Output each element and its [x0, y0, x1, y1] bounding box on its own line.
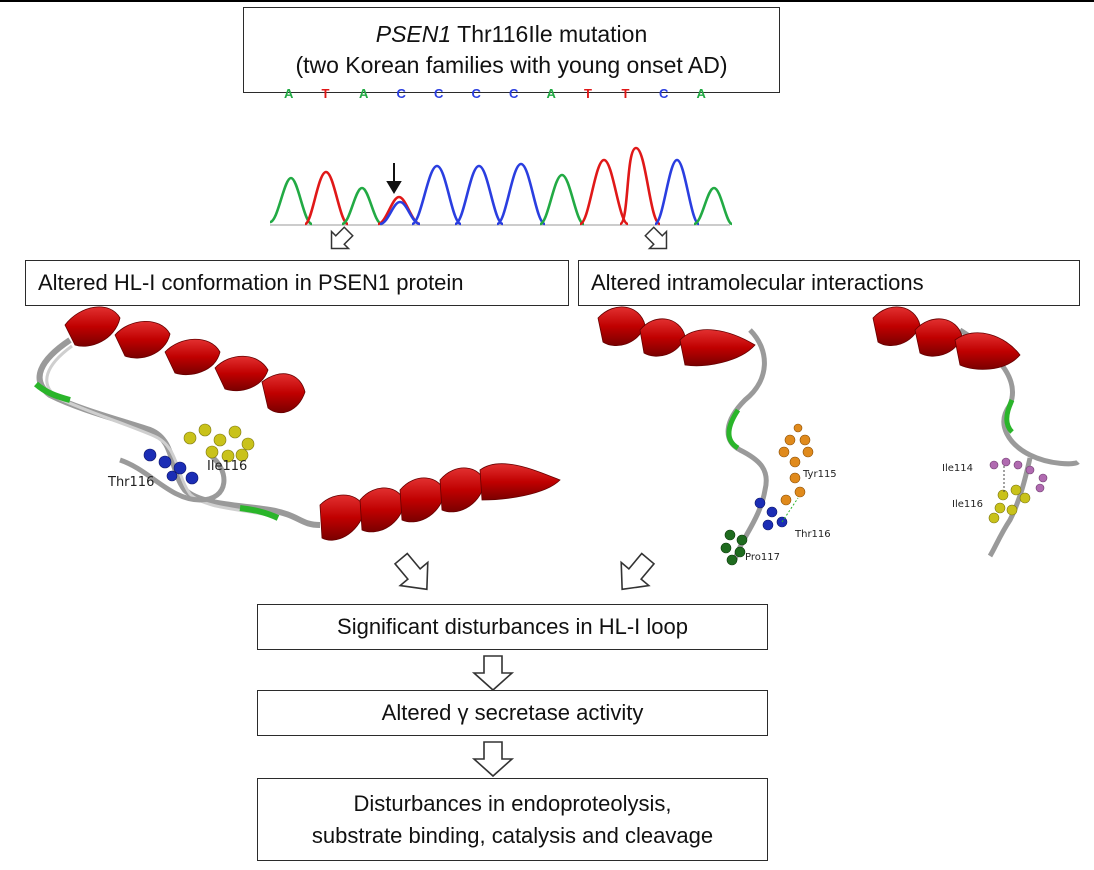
middle-protein-structure: Tyr115 Thr116 Pro117 — [597, 306, 837, 566]
middle-helix — [597, 306, 756, 367]
right-protein-structure: Ile114 Ile116 — [872, 306, 1080, 558]
intramolecular-box: Altered intramolecular interactions — [578, 260, 1080, 306]
endoproteolysis-box: Disturbances in endoproteolysis, substra… — [257, 778, 768, 861]
chromatogram — [269, 146, 733, 226]
trace-a-2 — [341, 186, 383, 226]
endoproteolysis-line-2: substrate binding, catalysis and cleavag… — [311, 822, 714, 848]
trace-c-3 — [496, 162, 546, 226]
gamma-secretase-box: Altered γ secretase activity — [257, 690, 768, 736]
left-ile116-atoms — [183, 423, 255, 463]
trace-c-mut — [379, 200, 421, 226]
hl-conformation-box: Altered HL-I conformation in PSEN1 prote… — [25, 260, 569, 306]
sequence-base: C — [434, 86, 444, 101]
gamma-secretase-label: Altered γ secretase activity — [381, 700, 644, 725]
hl-loop-disturbance-box: Significant disturbances in HL-I loop — [257, 604, 768, 650]
right-ile114-atoms — [989, 457, 1048, 493]
trace-c-4 — [653, 158, 701, 226]
gene-name: PSEN1 — [375, 20, 452, 47]
middle-pro117-atoms — [720, 529, 748, 566]
arrow-to-conformation — [330, 226, 354, 250]
title-line-1: PSEN1 Thr116Ile mutation — [376, 19, 648, 50]
sequence-base: A — [546, 86, 556, 101]
arrow-to-endoproteolysis — [471, 741, 515, 778]
trace-t-2 — [579, 158, 629, 226]
sequence-base: T — [321, 86, 330, 101]
left-thr116-atoms — [143, 448, 199, 485]
trace-t-3 — [618, 146, 661, 226]
hl-conformation-label: Altered HL-I conformation in PSEN1 prote… — [38, 270, 464, 295]
sequence-base: C — [396, 86, 406, 101]
trace-t-1 — [303, 170, 349, 226]
right-ile116-label: Ile116 — [952, 499, 983, 510]
trace-c-2 — [454, 164, 504, 226]
middle-pro117-label: Pro117 — [745, 552, 780, 563]
arrow-to-gamma — [471, 655, 515, 692]
trace-a-4 — [693, 186, 733, 226]
sequence-base: A — [359, 86, 369, 101]
endoproteolysis-line-1: Disturbances in endoproteolysis, — [353, 790, 672, 816]
sequence-base: A — [696, 86, 706, 101]
left-helix-2 — [319, 463, 561, 541]
arrow-to-interactions — [644, 226, 668, 250]
sequence-base: C — [471, 86, 481, 101]
right-ile116-atoms — [988, 484, 1031, 524]
mutation-name: Thr116Ile mutation — [457, 20, 648, 47]
right-helix — [872, 306, 1021, 370]
middle-tyr115-atoms — [778, 423, 814, 506]
middle-thr116-label: Thr116 — [794, 529, 831, 540]
hl-loop-disturbance-label: Significant disturbances in HL-I loop — [337, 614, 688, 639]
top-rule — [0, 0, 1094, 2]
sequence-base: A — [284, 86, 294, 101]
title-line-2: (two Korean families with young onset AD… — [295, 52, 728, 78]
intramolecular-label: Altered intramolecular interactions — [591, 270, 924, 295]
trace-a-1 — [269, 176, 313, 226]
trace-a-3 — [539, 173, 585, 226]
sequence-base: T — [584, 86, 592, 101]
arrow-left-to-disturbance — [393, 552, 429, 591]
left-protein-structure: Ile116 Thr116 — [34, 306, 561, 541]
middle-tyr115-label: Tyr115 — [802, 469, 837, 480]
left-thr116-label: Thr116 — [107, 475, 154, 490]
right-ile114-label: Ile114 — [942, 463, 973, 474]
sequence-base: C — [659, 86, 669, 101]
sequence-base: T — [621, 86, 630, 101]
left-ile116-label: Ile116 — [207, 459, 247, 474]
sequence-base: C — [509, 86, 519, 101]
mutation-pointer-arrow — [386, 163, 402, 194]
arrow-right-to-disturbance — [620, 552, 656, 591]
left-helix-1 — [64, 306, 306, 414]
title-box: PSEN1 Thr116Ile mutation (two Korean fam… — [243, 7, 780, 93]
trace-c-1 — [411, 164, 462, 226]
